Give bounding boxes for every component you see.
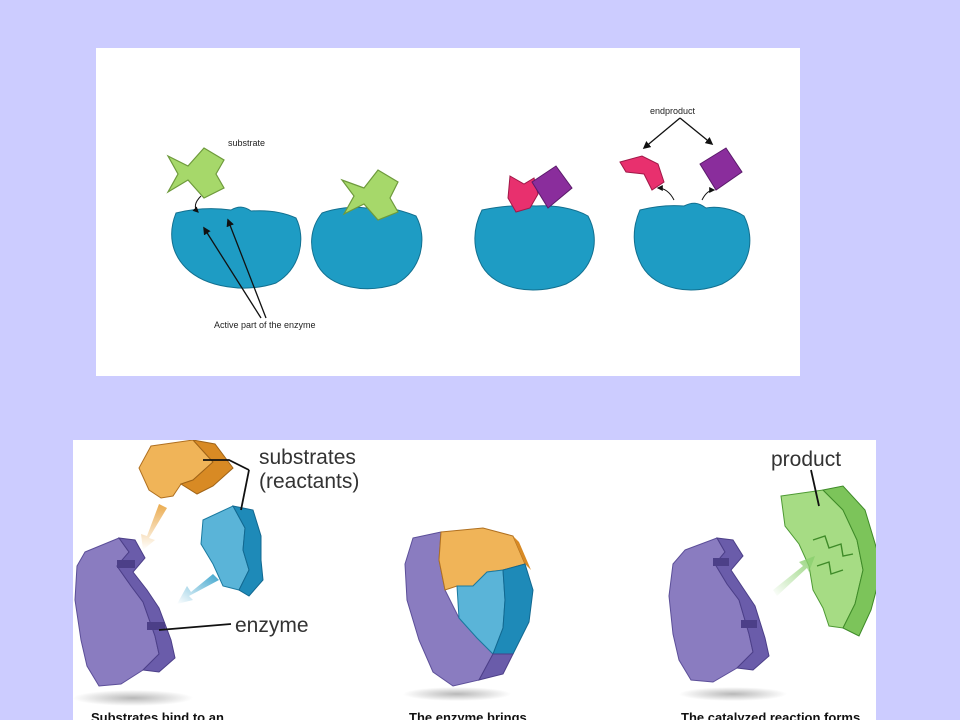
caption-2: The enzyme brings bbox=[409, 710, 527, 720]
induced-fit-diagram: substrates (reactants) enzyme bbox=[73, 440, 876, 720]
substrates-leader bbox=[203, 459, 250, 471]
enzyme-side bbox=[714, 537, 770, 671]
enzyme-shape bbox=[474, 205, 595, 291]
shadow bbox=[403, 687, 511, 701]
orange-substrate-side bbox=[179, 440, 234, 495]
product-purple-shape bbox=[699, 147, 743, 191]
enzyme-label: enzyme bbox=[235, 614, 309, 637]
caption-1: Substrates bind to an bbox=[91, 710, 224, 720]
endproduct-label: endproduct bbox=[650, 106, 696, 116]
caption-3: The catalyzed reaction forms bbox=[681, 710, 860, 720]
enzyme-notch bbox=[147, 622, 165, 630]
active-site-diagram: substrate Active part of the enzyme endp… bbox=[96, 48, 800, 376]
product-pink-shape bbox=[507, 175, 539, 213]
endproduct-arrow bbox=[679, 117, 714, 145]
pointer-line bbox=[203, 226, 262, 319]
release-arrow bbox=[656, 185, 675, 201]
stage-3 bbox=[474, 165, 595, 291]
enzyme-notch bbox=[741, 620, 757, 628]
stage-1: substrate Active part of the enzyme bbox=[166, 138, 316, 330]
enzyme-leader bbox=[158, 623, 232, 631]
product-purple-shape bbox=[531, 165, 573, 209]
pointer-line bbox=[226, 218, 267, 319]
substrates-label: substrates bbox=[259, 446, 356, 469]
shadow bbox=[679, 687, 787, 701]
enzyme-side bbox=[478, 653, 514, 681]
stage-c: product bbox=[668, 448, 876, 701]
blue-substrate-side bbox=[232, 505, 264, 597]
product-side bbox=[821, 485, 876, 637]
stage-2 bbox=[311, 169, 423, 290]
product-release-arrow bbox=[773, 556, 815, 596]
product-leader bbox=[810, 469, 820, 507]
blue-approach-arrow bbox=[177, 574, 219, 604]
substrate-shape bbox=[166, 147, 225, 199]
product-pink-shape bbox=[619, 155, 665, 191]
orange-approach-arrow bbox=[141, 504, 167, 550]
stage-4: endproduct bbox=[619, 106, 751, 291]
enzyme-shape bbox=[311, 206, 423, 290]
substrate-shape bbox=[340, 169, 399, 221]
enzyme-shape bbox=[633, 202, 751, 291]
enzyme-notch bbox=[117, 560, 135, 568]
enzyme-shape bbox=[171, 206, 302, 289]
reactants-label: (reactants) bbox=[259, 470, 359, 493]
bind-arrow bbox=[192, 195, 202, 213]
induced-fit-diagram-svg: substrates (reactants) enzyme bbox=[73, 440, 876, 720]
stage-a: substrates (reactants) enzyme bbox=[73, 440, 359, 706]
shadow bbox=[73, 690, 193, 706]
substrate-label: substrate bbox=[228, 138, 265, 148]
substrates-leader bbox=[240, 469, 250, 511]
active-site-diagram-svg: substrate Active part of the enzyme endp… bbox=[166, 106, 751, 330]
enzyme-side bbox=[116, 537, 176, 673]
enzyme-notch bbox=[713, 558, 729, 566]
release-arrow bbox=[701, 187, 716, 201]
product-label: product bbox=[771, 448, 841, 471]
active-part-label: Active part of the enzyme bbox=[214, 320, 316, 330]
endproduct-arrow bbox=[642, 117, 681, 149]
product-bond bbox=[816, 561, 844, 575]
orange-substrate-side bbox=[513, 536, 531, 570]
product-bond bbox=[812, 535, 854, 557]
stage-b bbox=[403, 527, 534, 701]
